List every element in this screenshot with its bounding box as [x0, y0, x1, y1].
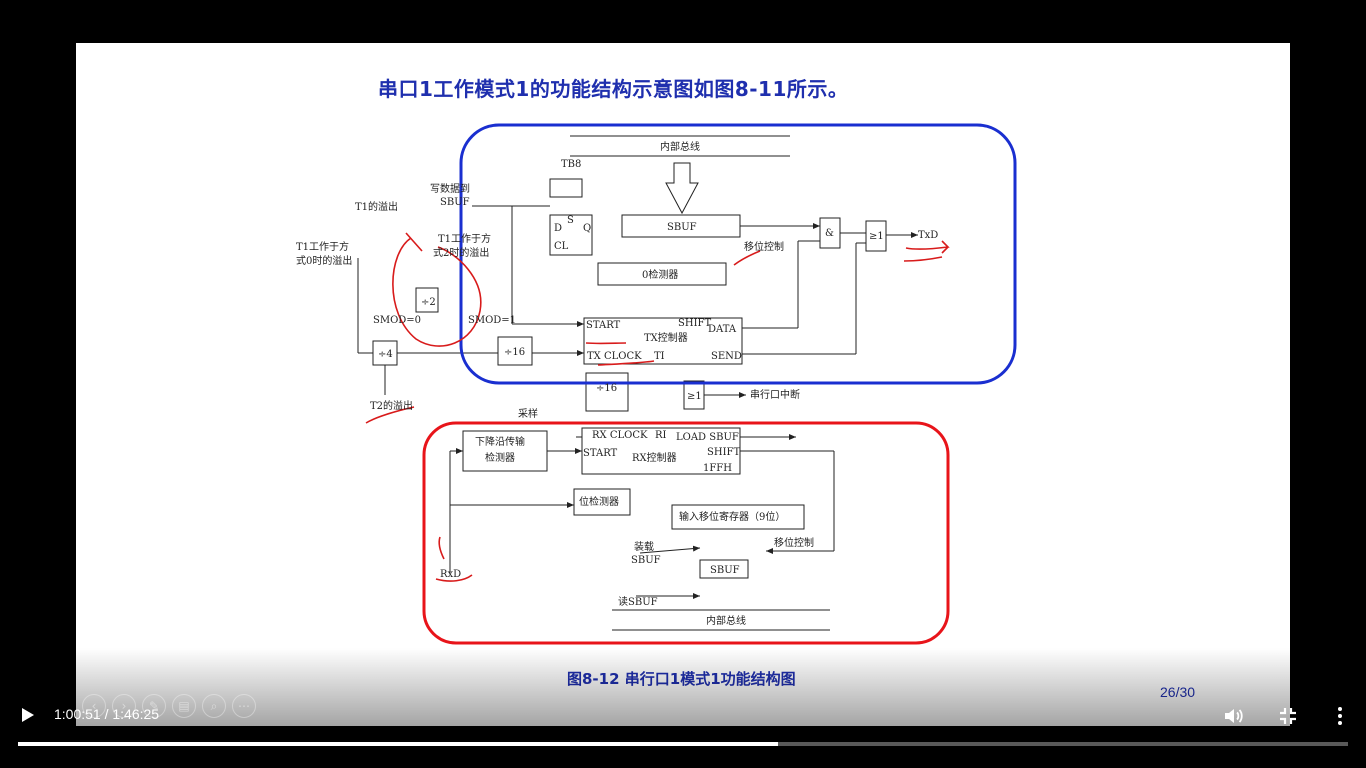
txd-label: TxD [918, 230, 938, 241]
figure-caption: 图8-12 串行口1模式1功能结构图 [567, 670, 796, 688]
div2-label: ÷2 [421, 297, 436, 308]
internal-bus-top-label: 内部总线 [660, 140, 700, 153]
t1-mode2-label-1: T1工作于方 [438, 232, 491, 245]
serial-interrupt-label: 串行口中断 [750, 388, 800, 401]
div16-a-label: ÷16 [504, 347, 525, 358]
ink-annotations [365, 232, 950, 582]
internal-bus-bottom-label: 内部总线 [706, 614, 746, 627]
ppt-toolbar: ‹ › ✎ ▤ ⌕ ⋯ [82, 694, 256, 718]
write-sbuf-label-1: 写数据到 [430, 182, 470, 195]
falling-edge-label-1: 下降沿传输 [475, 435, 525, 448]
input-shift-reg-label: 输入移位寄存器（9位） [679, 510, 785, 523]
more-vert-icon [1338, 707, 1342, 725]
next-icon[interactable]: › [112, 694, 136, 718]
fullscreen-exit-icon [1280, 708, 1296, 724]
or-gate-label: ≥1 [869, 231, 884, 242]
write-sbuf-label-2: SBUF [440, 197, 470, 208]
tx-highlight-box [459, 123, 1017, 385]
player-controls: 1:00:51 / 1:46:25 [0, 696, 1366, 736]
tx-controller-label: TX控制器 [644, 331, 688, 344]
rxd-label: RxD [440, 569, 461, 580]
ff-q-label: Q [583, 223, 591, 234]
rx-controller-label: RX控制器 [632, 451, 677, 464]
start-rx-label: START [583, 448, 618, 459]
volume-button[interactable] [1222, 704, 1246, 728]
shift-rx-label: SHIFT [707, 447, 740, 458]
t1-mode0-label-1: T1工作于方 [296, 240, 349, 253]
ff-s-label: S [567, 215, 574, 226]
t1-mode2-label-2: 式2时的溢出 [433, 246, 489, 259]
t1-overflow-label: T1的溢出 [355, 200, 398, 213]
ff-d-label: D [554, 223, 562, 234]
progress-bar[interactable] [18, 742, 1348, 746]
more-button[interactable] [1330, 704, 1350, 728]
progress-fill [18, 742, 778, 746]
load-label-2: SBUF [631, 555, 661, 566]
t2-overflow-label: T2的溢出 [370, 399, 413, 412]
ff-cl-label: CL [554, 241, 569, 252]
slide: 串口1工作模式1的功能结构示意图如图8-11所示。 [76, 43, 1290, 726]
tx-clock-label: TX CLOCK [587, 351, 642, 362]
shift-control-tx-label: 移位控制 [744, 240, 784, 253]
load-label-1: 装载 [634, 540, 654, 553]
volume-icon [1225, 709, 1243, 723]
t1-mode0-label-2: 式0时的溢出 [296, 254, 352, 267]
sampling-label: 采样 [518, 407, 538, 420]
play-button[interactable] [16, 704, 38, 726]
zero-detector-label: 0检测器 [642, 268, 678, 281]
send-label: SEND [711, 351, 742, 362]
start-tx-label: START [586, 320, 621, 331]
or-int-label: ≥1 [687, 391, 702, 402]
bit-detector-label: 位检测器 [579, 495, 619, 508]
div16-b-label: ÷16 [596, 383, 617, 394]
sbuf-tx-label: SBUF [667, 222, 697, 233]
load-sbuf-label: LOAD SBUF [676, 432, 739, 443]
block-diagram: 内部总线 TB8 写数据到 SBUF T1的溢出 T1工作于方 式0时的溢出 T… [296, 123, 1017, 688]
shift-control-rx-label: 移位控制 [774, 536, 814, 549]
smod0-label: SMOD=0 [373, 315, 421, 326]
prev-icon[interactable]: ‹ [82, 694, 106, 718]
tb8-label: TB8 [561, 159, 581, 170]
more-icon[interactable]: ⋯ [232, 694, 256, 718]
and-gate-label: & [825, 228, 834, 239]
ffh-label: 1FFH [703, 463, 732, 474]
read-sbuf-label: 读SBUF [618, 595, 658, 608]
zoom-icon[interactable]: ⌕ [202, 694, 226, 718]
rx-clock-label: RX CLOCK [592, 430, 648, 441]
data-tx-label: DATA [708, 324, 737, 335]
sbuf-rx-label: SBUF [710, 565, 740, 576]
time-display: 1:00:51 / 1:46:25 [54, 706, 160, 722]
ti-label: TI [654, 351, 665, 362]
rx-highlight-box [422, 421, 950, 645]
pen-icon[interactable]: ✎ [142, 694, 166, 718]
play-icon [22, 708, 34, 722]
smod1-label: SMOD=1 [468, 315, 516, 326]
shift-tx-label: SHIFT [678, 318, 711, 329]
falling-edge-label-2: 检测器 [485, 451, 515, 464]
ri-label: RI [655, 430, 667, 441]
fullscreen-exit-button[interactable] [1276, 704, 1300, 728]
slide-title: 串口1工作模式1的功能结构示意图如图8-11所示。 [378, 77, 849, 101]
div4-label: ÷4 [378, 349, 393, 360]
slides-icon[interactable]: ▤ [172, 694, 196, 718]
